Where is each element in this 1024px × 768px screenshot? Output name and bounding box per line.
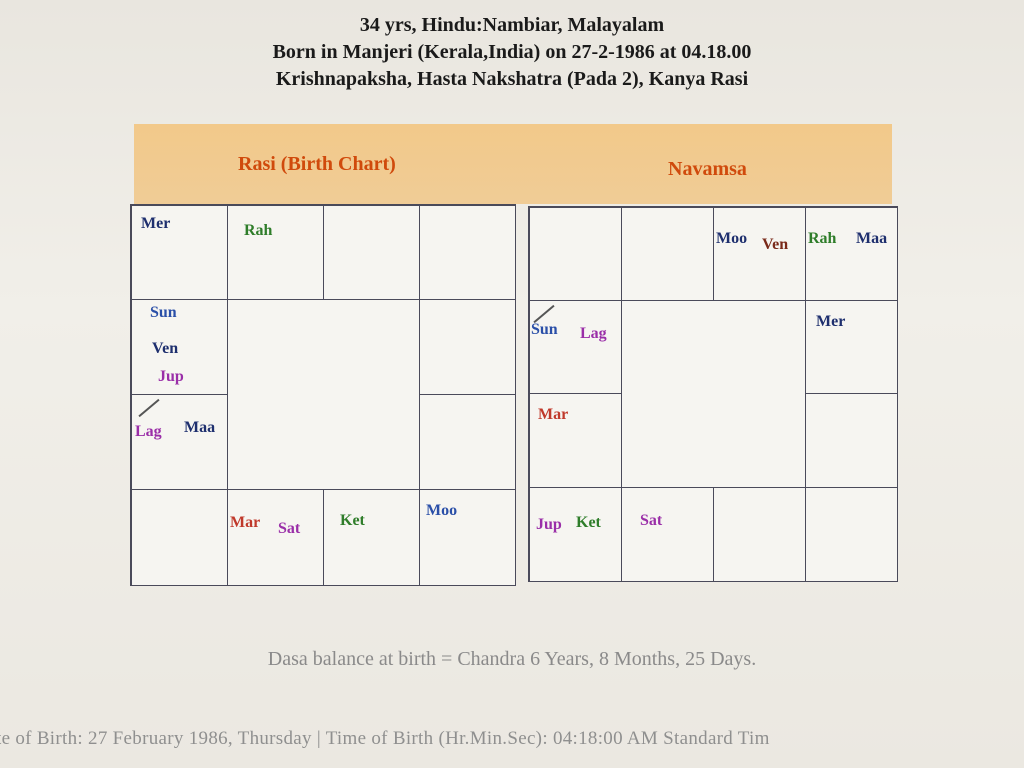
rasi-house-scorpio: Mar Sat xyxy=(227,489,324,586)
navamsa-house-gemini: Rah Maa xyxy=(805,207,898,301)
rasi-planet-moo: Moo xyxy=(426,502,458,519)
dasa-balance: Dasa balance at birth = Chandra 6 Years,… xyxy=(267,648,757,670)
navamsa-house-aries xyxy=(621,207,714,301)
navamsa-planet-maa: Maa xyxy=(856,230,888,247)
rasi-house-pisces: Mer xyxy=(131,205,228,300)
rasi-planet-mar: Mar xyxy=(230,514,261,531)
chart-header: 34 yrs, Hindu:Nambiar, Malayalam Born in… xyxy=(0,12,1024,93)
rasi-house-capricorn: Lag Maa xyxy=(131,394,228,490)
rasi-planet-rah: Rah xyxy=(244,222,273,239)
rasi-center xyxy=(228,300,419,489)
rasi-planet-mer: Mer xyxy=(141,215,171,232)
navamsa-house-scorpio: Sat xyxy=(621,487,714,582)
rasi-chart: Mer Rah Sun Ven Jup Lag Maa Mar Sat Ket … xyxy=(130,204,516,586)
rasi-house-virgo: Moo xyxy=(419,489,516,586)
rasi-planet-sat: Sat xyxy=(278,520,301,537)
navamsa-center xyxy=(622,301,805,487)
rasi-house-aquarius: Sun Ven Jup xyxy=(131,299,228,395)
navamsa-planet-rah: Rah xyxy=(808,230,837,247)
navamsa-house-libra xyxy=(713,487,806,582)
navamsa-house-leo xyxy=(805,393,898,488)
rasi-planet-sun: Sun xyxy=(150,304,177,321)
navamsa-house-sagittarius: Jup Ket xyxy=(529,487,622,582)
header-birth-place-time: Born in Manjeri (Kerala,India) on 27-2-1… xyxy=(272,41,752,63)
rasi-house-libra: Ket xyxy=(323,489,420,586)
navamsa-planet-moo: Moo xyxy=(716,230,748,247)
rasi-planet-ket: Ket xyxy=(340,512,365,529)
navamsa-house-virgo xyxy=(805,487,898,582)
navamsa-house-cancer: Mer xyxy=(805,300,898,394)
rasi-planet-ven: Ven xyxy=(152,340,179,357)
navamsa-house-capricorn: Mar xyxy=(529,393,622,488)
navamsa-house-aquarius: Sun Lag xyxy=(529,300,622,394)
rasi-house-leo xyxy=(419,394,516,490)
rasi-house-aries: Rah xyxy=(227,205,324,300)
rasi-house-sagittarius xyxy=(131,489,228,586)
navamsa-planet-mer: Mer xyxy=(816,313,846,330)
lagna-mark-icon xyxy=(138,398,160,418)
rasi-house-taurus xyxy=(323,205,420,300)
navamsa-planet-ket: Ket xyxy=(576,514,601,531)
navamsa-chart: Moo Ven Rah Maa Sun Lag Mar Mer Jup Ket … xyxy=(528,206,898,582)
birth-details-line: te of Birth: 27 February 1986, Thursday … xyxy=(0,728,770,749)
rasi-planet-maa: Maa xyxy=(184,419,216,436)
navamsa-planet-ven: Ven xyxy=(762,236,789,253)
rasi-house-gemini xyxy=(419,205,516,300)
navamsa-planet-lag: Lag xyxy=(580,325,607,342)
rasi-title: Rasi (Birth Chart) xyxy=(238,153,396,175)
header-nakshatra: Krishnapaksha, Hasta Nakshatra (Pada 2),… xyxy=(275,68,749,90)
chart-title-band: Rasi (Birth Chart) Navamsa xyxy=(134,124,892,204)
rasi-planet-jup: Jup xyxy=(158,368,184,385)
navamsa-planet-jup: Jup xyxy=(536,516,562,533)
navamsa-house-pisces xyxy=(529,207,622,301)
header-age-community: 34 yrs, Hindu:Nambiar, Malayalam xyxy=(359,14,665,36)
navamsa-planet-mar: Mar xyxy=(538,406,569,423)
rasi-house-cancer xyxy=(419,299,516,395)
navamsa-house-taurus: Moo Ven xyxy=(713,207,806,301)
navamsa-title: Navamsa xyxy=(668,158,747,180)
rasi-planet-lag: Lag xyxy=(135,423,162,440)
navamsa-planet-sat: Sat xyxy=(640,512,663,529)
navamsa-planet-sun: Sun xyxy=(531,321,558,338)
